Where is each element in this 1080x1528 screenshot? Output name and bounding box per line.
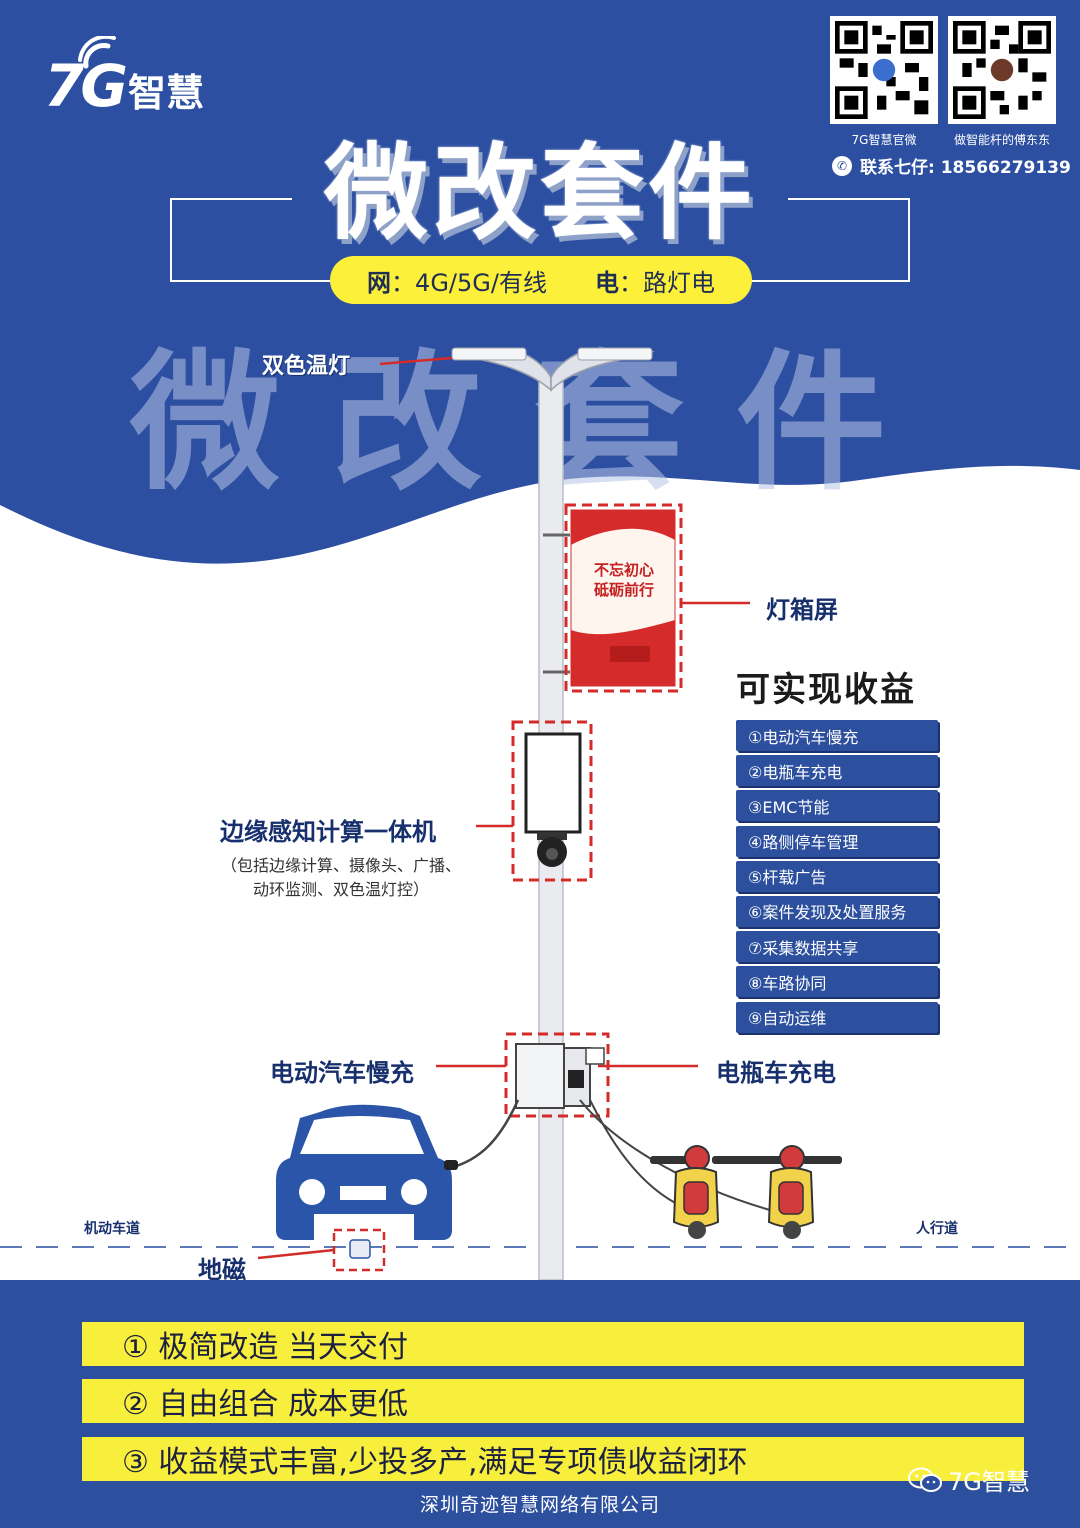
- benefit-item: ④路侧停车管理: [736, 825, 938, 857]
- wechat-account-badge: 7G智慧: [908, 1462, 1030, 1497]
- spec-pill: 网：4G/5G/有线 电：路灯电: [330, 256, 752, 304]
- label-sidewalk: 人行道: [916, 1221, 958, 1237]
- power-value: 路灯电: [642, 268, 715, 297]
- contact-phone-text: 联系七仔: 18566279139: [860, 158, 1071, 178]
- qr-caption-official: 7G智慧官微: [851, 133, 917, 147]
- qr-pattern-icon: [953, 21, 1051, 119]
- label-lightbox: 灯箱屏: [766, 596, 838, 624]
- lightbox-slogan-line1: 不忘初心: [593, 561, 654, 579]
- benefits-list: ①电动汽车慢充 ②电瓶车充电 ③EMC节能 ④路侧停车管理 ⑤杆载广告 ⑥案件发…: [736, 720, 938, 1037]
- benefit-item: ⑥案件发现及处置服务: [736, 895, 938, 927]
- frame-top-left: [170, 198, 292, 200]
- benefit-item: ①电动汽车慢充: [736, 720, 938, 751]
- benefits-title: 可实现收益: [736, 670, 916, 710]
- label-edge-device: 边缘感知计算一体机: [220, 818, 436, 846]
- power-label: 电: [594, 268, 619, 297]
- edge-device-note: （包括边缘计算、摄像头、广播、 动环监测、双色温灯控）: [196, 854, 486, 902]
- benefit-item: ⑦采集数据共享: [736, 931, 938, 963]
- lightbox-slogan-line2: 砥砺前行: [593, 581, 654, 599]
- benefit-item: ⑨自动运维: [736, 1001, 938, 1033]
- label-ebike-charging: 电瓶车充电: [716, 1059, 836, 1087]
- lamp-head-right: [577, 347, 653, 361]
- label-ev-charging: 电动汽车慢充: [270, 1059, 414, 1087]
- label-vehicle-lane: 机动车道: [84, 1221, 140, 1237]
- footer-bar-1: ① 极简改造 当天交付: [82, 1322, 1024, 1366]
- signal-waves-icon: [78, 36, 116, 69]
- scooter-icon: [740, 1145, 842, 1239]
- benefit-item: ②电瓶车充电: [736, 755, 938, 787]
- footer-bar-3: ③ 收益模式丰富,少投多产,满足专项债收益闭环: [82, 1437, 1024, 1481]
- label-lamp: 双色温灯: [262, 354, 351, 379]
- benefit-item: ⑤杆载广告: [736, 860, 938, 892]
- edge-note-line2: 动环监测、双色温灯控）: [252, 880, 429, 899]
- qr-caption-personal: 做智能杆的傅东东: [953, 133, 1050, 147]
- network-spec: 网：4G/5G/有线: [367, 268, 547, 297]
- footer-bar-2: ② 自由组合 成本更低: [82, 1379, 1024, 1423]
- contact-phone[interactable]: ✆ 联系七仔: 18566279139: [832, 153, 1071, 178]
- phone-icon: ✆: [832, 155, 852, 176]
- company-name: 深圳奇迹智慧网络有限公司: [419, 1494, 660, 1516]
- lightbox-slogan: 不忘初心 砥砺前行: [578, 560, 670, 600]
- car-icon: [276, 1104, 458, 1240]
- benefit-item: ③EMC节能: [736, 790, 938, 822]
- wechat-icon: [908, 1467, 942, 1492]
- lamp-head-left: [451, 347, 527, 361]
- frame-top-right: [788, 198, 910, 200]
- qr-code-official: [830, 16, 938, 124]
- power-spec: 电：路灯电: [594, 268, 715, 297]
- benefit-item: ⑧车路协同: [736, 966, 938, 998]
- qr-pattern-icon: [835, 21, 933, 119]
- page-title: 微改套件: [323, 132, 756, 254]
- wechat-account-name: 7G智慧: [948, 1468, 1030, 1496]
- scooter-icon: [650, 1145, 764, 1239]
- qr-code-personal: [948, 16, 1056, 124]
- logo-word: 智慧: [127, 71, 204, 115]
- network-label: 网: [367, 268, 392, 297]
- edge-note-line1: （包括边缘计算、摄像头、广播、: [220, 856, 461, 875]
- network-value: 4G/5G/有线: [415, 268, 547, 297]
- label-geomagnetic: 地磁: [198, 1256, 246, 1284]
